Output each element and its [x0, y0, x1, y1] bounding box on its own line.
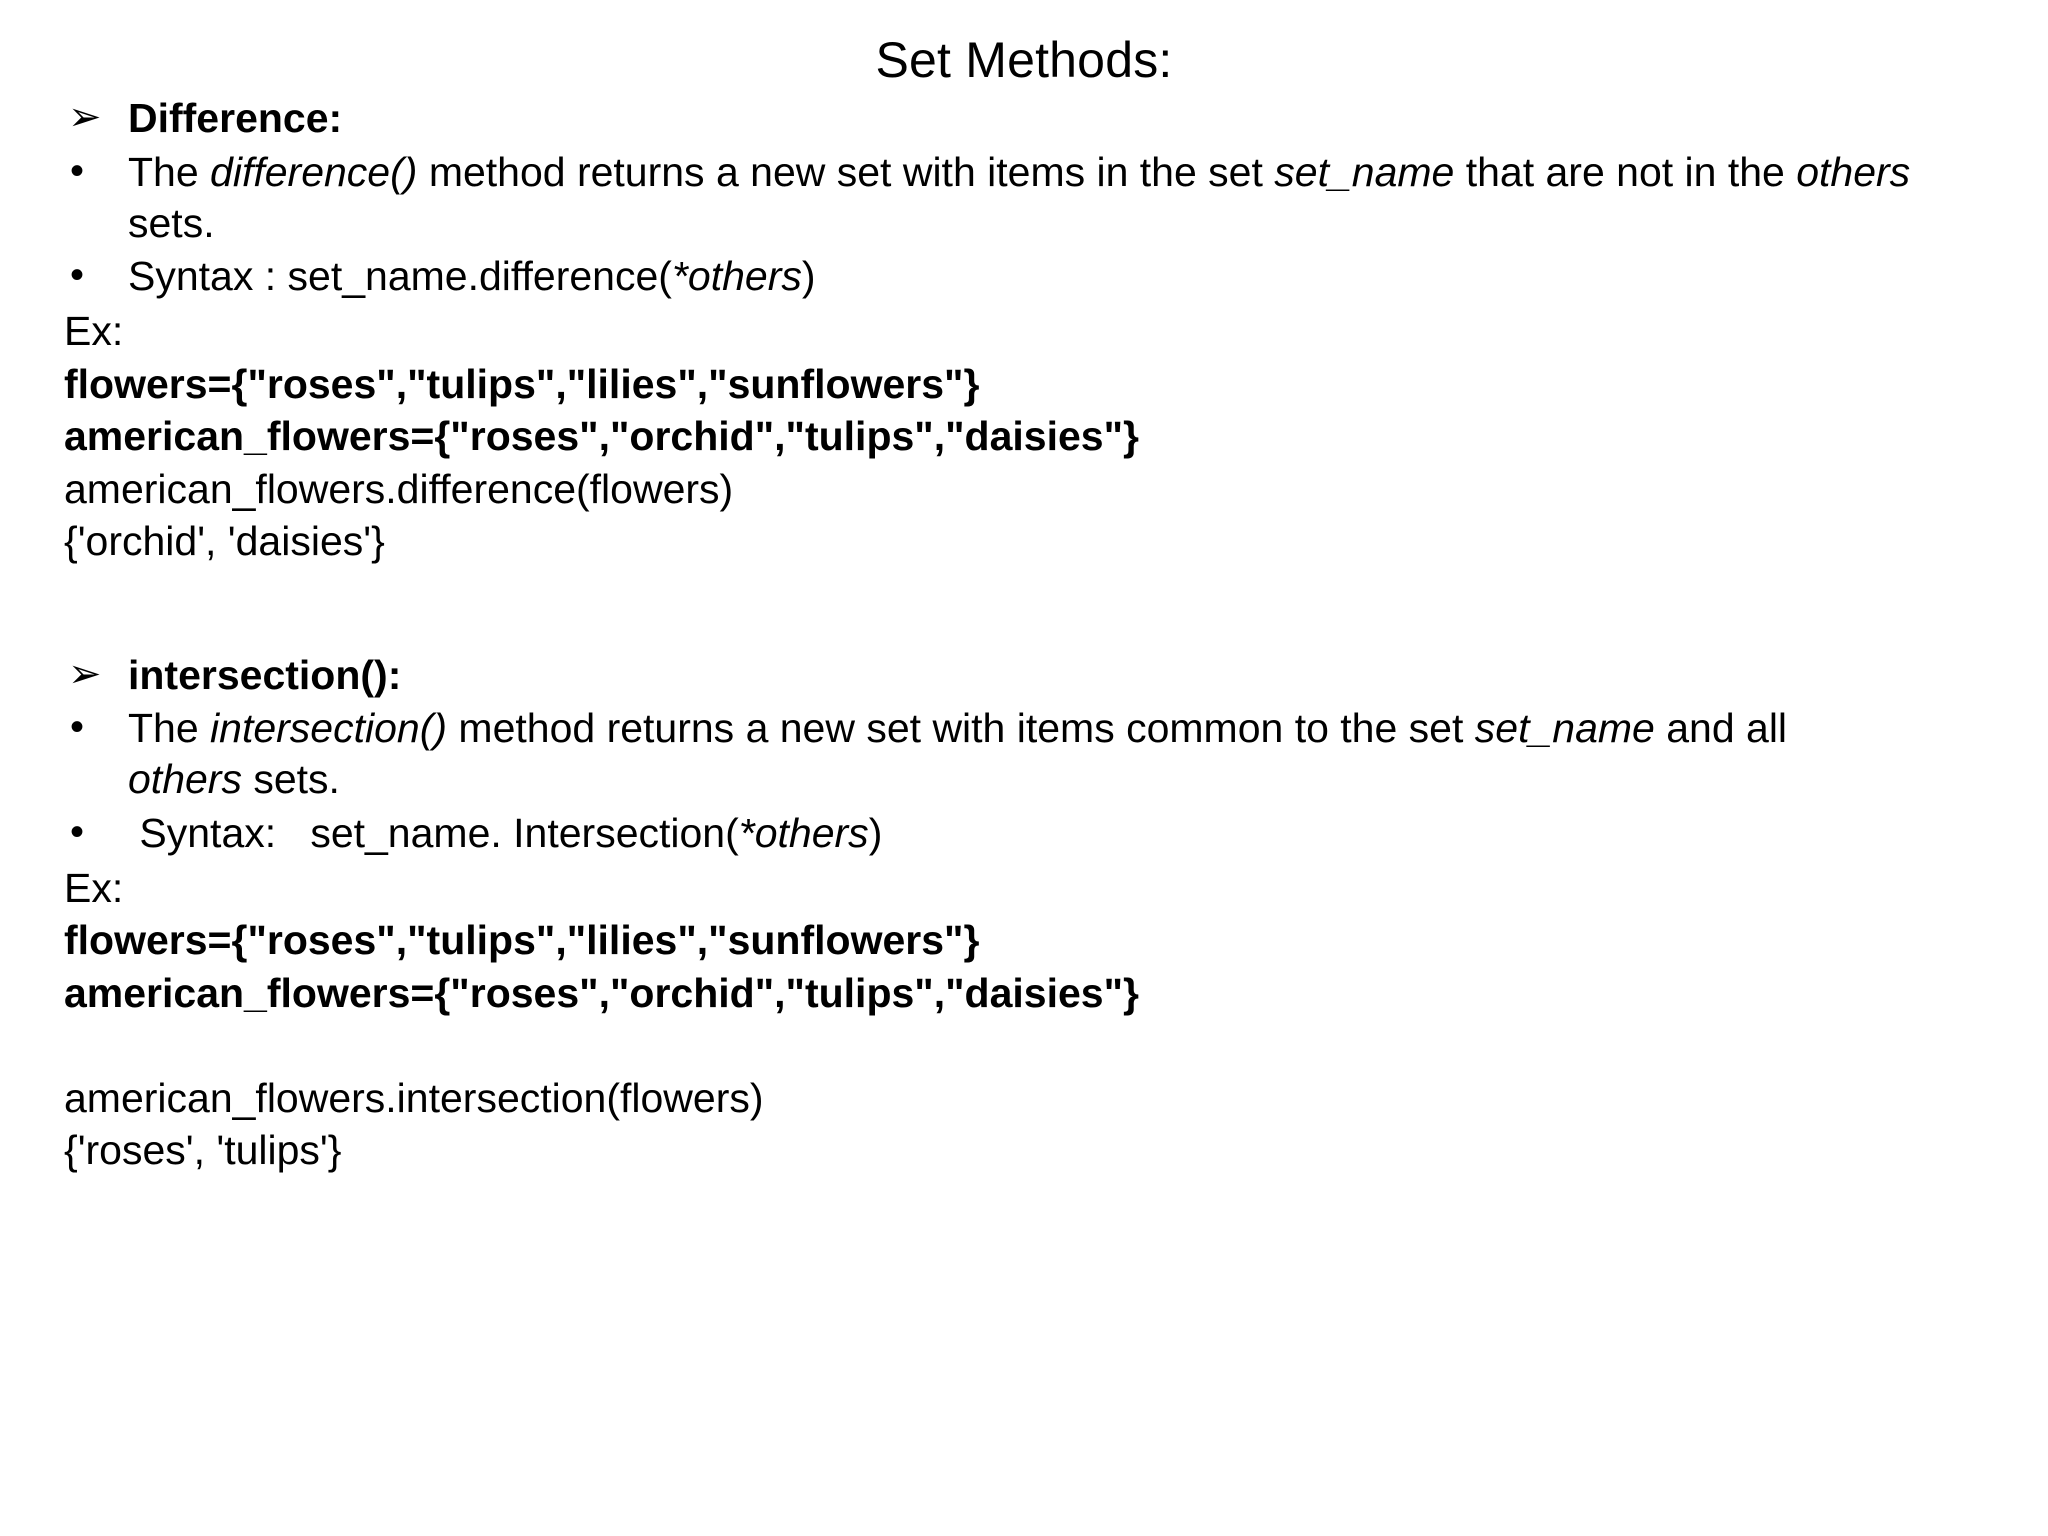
text-run-6: sets. — [241, 756, 340, 803]
section-intersection: ➢ intersection(): • The intersection() m… — [62, 650, 1988, 1177]
code-line: american_flowers.difference(flowers) — [64, 465, 734, 512]
bullet-text-intersection-description: The intersection() method returns a new … — [128, 703, 1854, 805]
bullet-text-difference-syntax: Syntax : set_name.difference(*others) — [128, 251, 1918, 302]
text-run-0: The — [128, 148, 211, 195]
dot-bullet-icon: • — [70, 705, 85, 750]
code-line: american_flowers.intersection(flowers) — [64, 1074, 764, 1121]
bullet-row-intersection-description: • The intersection() method returns a ne… — [62, 703, 1988, 805]
text-run-2: ) — [801, 253, 816, 300]
text-run-2: method returns a new set with items in t… — [417, 148, 1275, 195]
dot-bullet-icon: • — [70, 810, 85, 855]
page-title: Set Methods: — [875, 32, 1173, 88]
section-heading-row-difference: ➢ Difference: — [62, 93, 1988, 144]
text-run-1: intersection() — [210, 705, 448, 752]
text-run-2: ) — [868, 810, 883, 857]
bullet-row-intersection-syntax: • Syntax: set_name. Intersection(*others… — [62, 808, 1988, 859]
text-run-0: Syntax : set_name.difference( — [128, 253, 672, 300]
example-label-intersection: Ex: — [64, 864, 124, 911]
bullet-text-intersection-syntax: Syntax: set_name. Intersection(*others) — [128, 808, 1918, 859]
dot-bullet-icon: • — [70, 148, 85, 193]
text-run-0: Syntax: set_name. Intersection( — [128, 810, 739, 857]
code-line: american_flowers={"roses","orchid","tuli… — [64, 413, 1139, 460]
section-heading-intersection: intersection(): — [128, 651, 402, 698]
section-heading-row-intersection: ➢ intersection(): — [62, 650, 1988, 701]
text-run-5: others — [1796, 148, 1911, 195]
example-label-difference: Ex: — [64, 308, 124, 355]
text-run-2: method returns a new set with items comm… — [447, 705, 1475, 752]
bullet-text-difference-description: The difference() method returns a new se… — [128, 147, 1918, 249]
text-run-0: The — [128, 705, 211, 752]
code-line — [62, 1019, 1988, 1071]
text-run-5: others — [128, 756, 242, 803]
section-heading-difference: Difference: — [128, 95, 343, 141]
arrow-bullet-icon: ➢ — [68, 95, 102, 139]
code-line: flowers={"roses","tulips","lilies","sunf… — [64, 917, 980, 964]
arrow-bullet-icon: ➢ — [68, 651, 102, 696]
bullet-row-difference-description: • The difference() method returns a new … — [62, 147, 1988, 249]
bullet-row-difference-syntax: • Syntax : set_name.difference(*others) — [62, 251, 1988, 302]
code-line: {'roses', 'tulips'} — [64, 1127, 342, 1174]
text-run-4: that are not in the — [1454, 148, 1797, 195]
code-block-difference: flowers={"roses","tulips","lilies","sunf… — [62, 358, 1988, 568]
text-run-6: sets. — [128, 148, 1922, 246]
text-run-1: *others — [738, 810, 869, 857]
text-run-1: *others — [671, 253, 802, 300]
section-difference: ➢ Difference: • The difference() method … — [62, 93, 1988, 568]
slide-body: ➢ Difference: • The difference() method … — [0, 93, 2048, 1177]
dot-bullet-icon: • — [70, 253, 85, 298]
code-line: american_flowers={"roses","orchid","tuli… — [64, 969, 1139, 1016]
code-line: flowers={"roses","tulips","lilies","sunf… — [64, 360, 980, 407]
text-run-1: difference() — [210, 148, 418, 195]
section-spacer — [62, 568, 1988, 646]
code-line: {'orchid', 'daisies'} — [64, 518, 385, 565]
text-run-3: set_name — [1474, 705, 1655, 752]
text-run-4: and all — [1654, 705, 1799, 752]
code-block-intersection: flowers={"roses","tulips","lilies","sunf… — [62, 914, 1988, 1176]
text-run-3: set_name — [1274, 148, 1455, 195]
